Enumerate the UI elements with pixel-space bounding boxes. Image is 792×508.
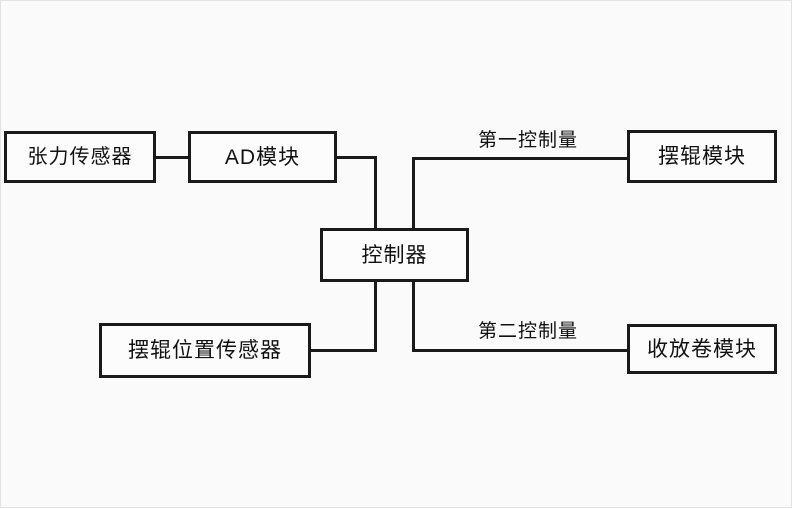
node-tension-sensor-label: 张力传感器	[27, 146, 133, 168]
node-roll-module: 摆辊模块	[627, 130, 777, 183]
node-controller: 控制器	[320, 228, 469, 282]
connector-ad-module-to-controller-horizontal	[337, 156, 377, 159]
node-winding-module-label: 收放卷模块	[647, 337, 757, 361]
connector-tension-sensor-to-ad-module	[156, 156, 189, 159]
connector-controller-to-roll-module-horizontal	[412, 157, 630, 160]
node-roll-position-sensor-label: 摆辊位置传感器	[128, 339, 282, 362]
connector-roll-position-sensor-to-controller-vertical	[374, 279, 377, 352]
connector-controller-to-roll-module-vertical	[412, 157, 415, 231]
edge-label-second-control-value: 第二控制量	[478, 321, 579, 342]
edge-label-first-control-value: 第一控制量	[478, 130, 579, 151]
node-ad-module: AD模块	[188, 131, 337, 183]
connector-ad-module-to-controller-vertical	[374, 156, 377, 231]
connector-roll-position-sensor-to-controller-horizontal	[311, 349, 377, 352]
node-tension-sensor: 张力传感器	[4, 131, 156, 183]
node-ad-module-label: AD模块	[224, 145, 301, 169]
node-roll-module-label: 摆辊模块	[658, 145, 746, 168]
node-winding-module: 收放卷模块	[627, 324, 777, 374]
connector-controller-to-winding-module-horizontal	[412, 349, 630, 352]
node-roll-position-sensor: 摆辊位置传感器	[99, 323, 311, 378]
connector-controller-to-winding-module-vertical	[412, 279, 415, 352]
node-controller-label: 控制器	[361, 243, 428, 267]
